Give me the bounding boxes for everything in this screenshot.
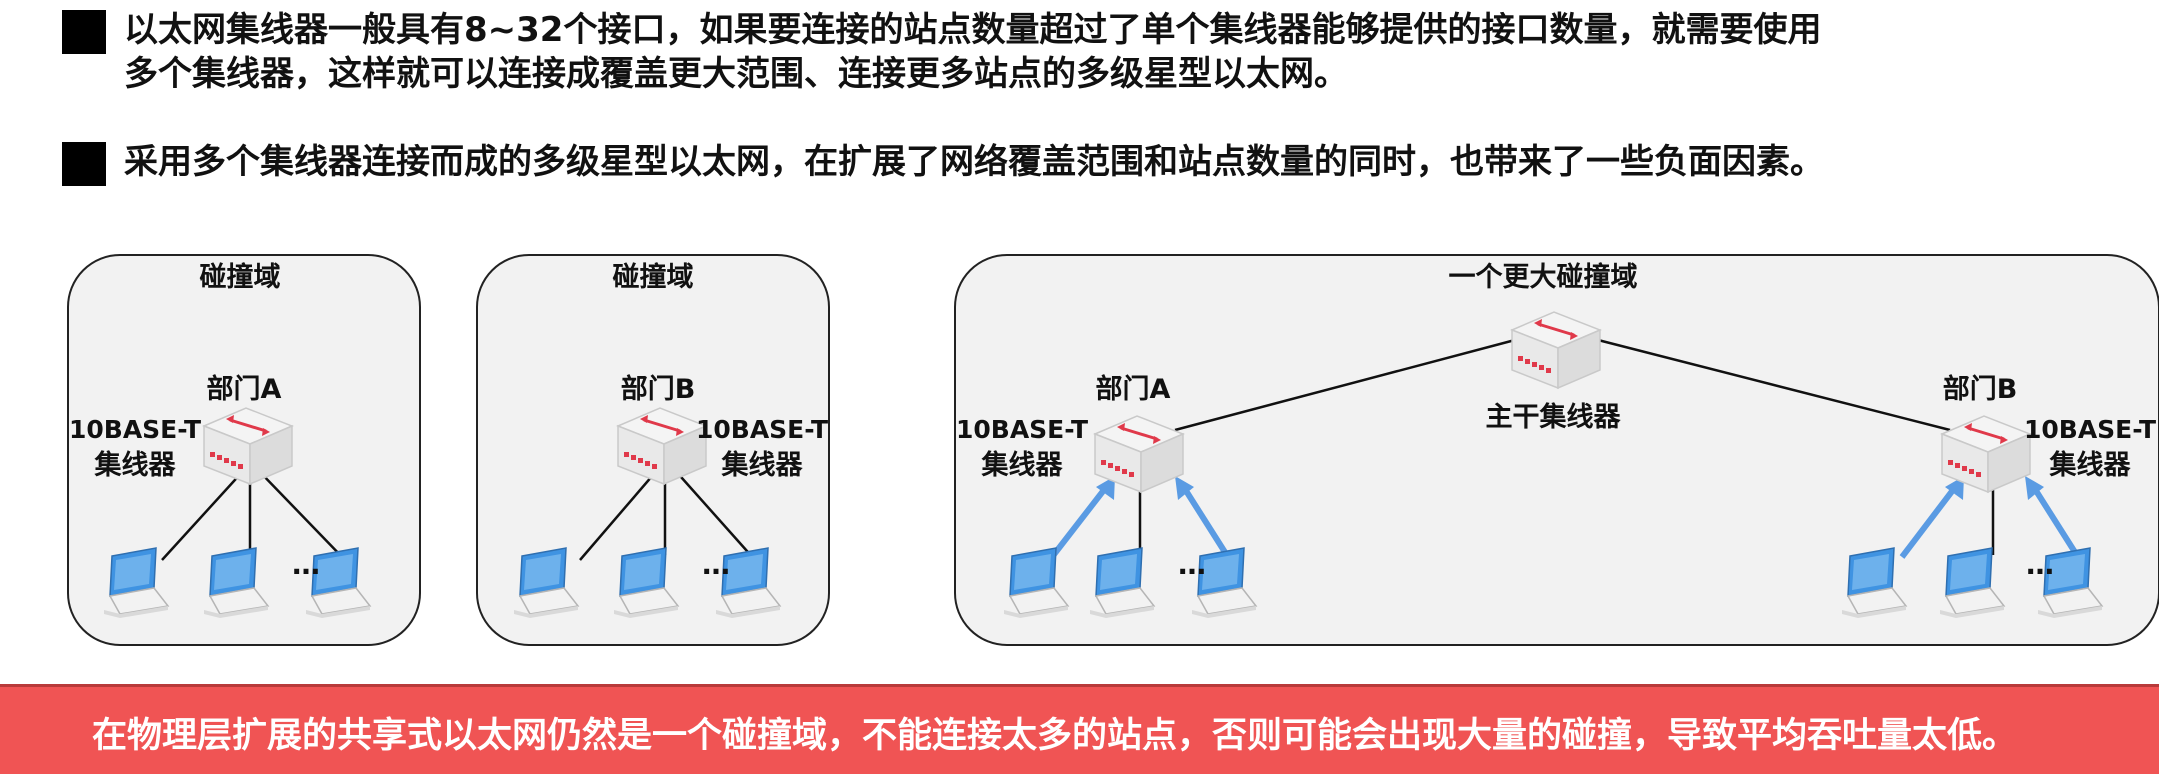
hub-model-label: 10BASE-T	[956, 415, 1088, 444]
conclusion-text: 在物理层扩展的共享式以太网仍然是一个碰撞域，不能连接太多的站点，否则可能会出现大…	[92, 716, 2018, 756]
network-diagram: 碰撞域 碰撞域 一个更大碰撞域 部门A 部门B 部门A 部门B 10BASE-T…	[67, 254, 2159, 646]
bullet-text-2: 采用多个集线器连接而成的多级星型以太网，在扩展了网络覆盖范围和站点数量的同时，也…	[124, 142, 1824, 182]
hub-word-label: 集线器	[94, 449, 177, 481]
domain-label-left: 碰撞域	[200, 261, 281, 293]
bullet-square-icon	[62, 10, 106, 54]
hub-word-label: 集线器	[2049, 449, 2132, 481]
backbone-hub-label: 主干集线器	[1486, 401, 1622, 433]
bullet-2: 采用多个集线器连接而成的多级星型以太网，在扩展了网络覆盖范围和站点数量的同时，也…	[62, 140, 1824, 186]
collision-domain-right	[954, 254, 2159, 646]
traffic-arrows	[1049, 484, 2081, 559]
conclusion-banner: 在物理层扩展的共享式以太网仍然是一个碰撞域，不能连接太多的站点，否则可能会出现大…	[0, 684, 2159, 774]
bullet-1: 以太网集线器一般具有8~32个接口，如果要连接的站点数量超过了单个集线器能够提供…	[62, 8, 1821, 96]
hub-model-label: 10BASE-T	[2024, 415, 2156, 444]
more-stations-ellipsis: …	[702, 548, 730, 581]
hub-word-label: 集线器	[721, 449, 804, 481]
dept-a-label: 部门A	[207, 373, 282, 405]
dept-a-label: 部门A	[1096, 373, 1171, 405]
more-stations-ellipsis: …	[292, 548, 320, 581]
bullet-square-icon	[62, 142, 106, 186]
more-stations-ellipsis: …	[2026, 548, 2054, 581]
hub-model-label: 10BASE-T	[696, 415, 828, 444]
domain-label-middle: 碰撞域	[613, 261, 694, 293]
hub-model-label: 10BASE-T	[69, 415, 201, 444]
hub-word-label: 集线器	[981, 449, 1064, 481]
domain-label-right: 一个更大碰撞域	[1449, 261, 1638, 293]
dept-b-label: 部门B	[621, 373, 696, 405]
bullet-text-1: 以太网集线器一般具有8~32个接口，如果要连接的站点数量超过了单个集线器能够提供…	[124, 10, 1822, 94]
more-stations-ellipsis: …	[1178, 548, 1206, 581]
dept-b-label: 部门B	[1943, 373, 2018, 405]
